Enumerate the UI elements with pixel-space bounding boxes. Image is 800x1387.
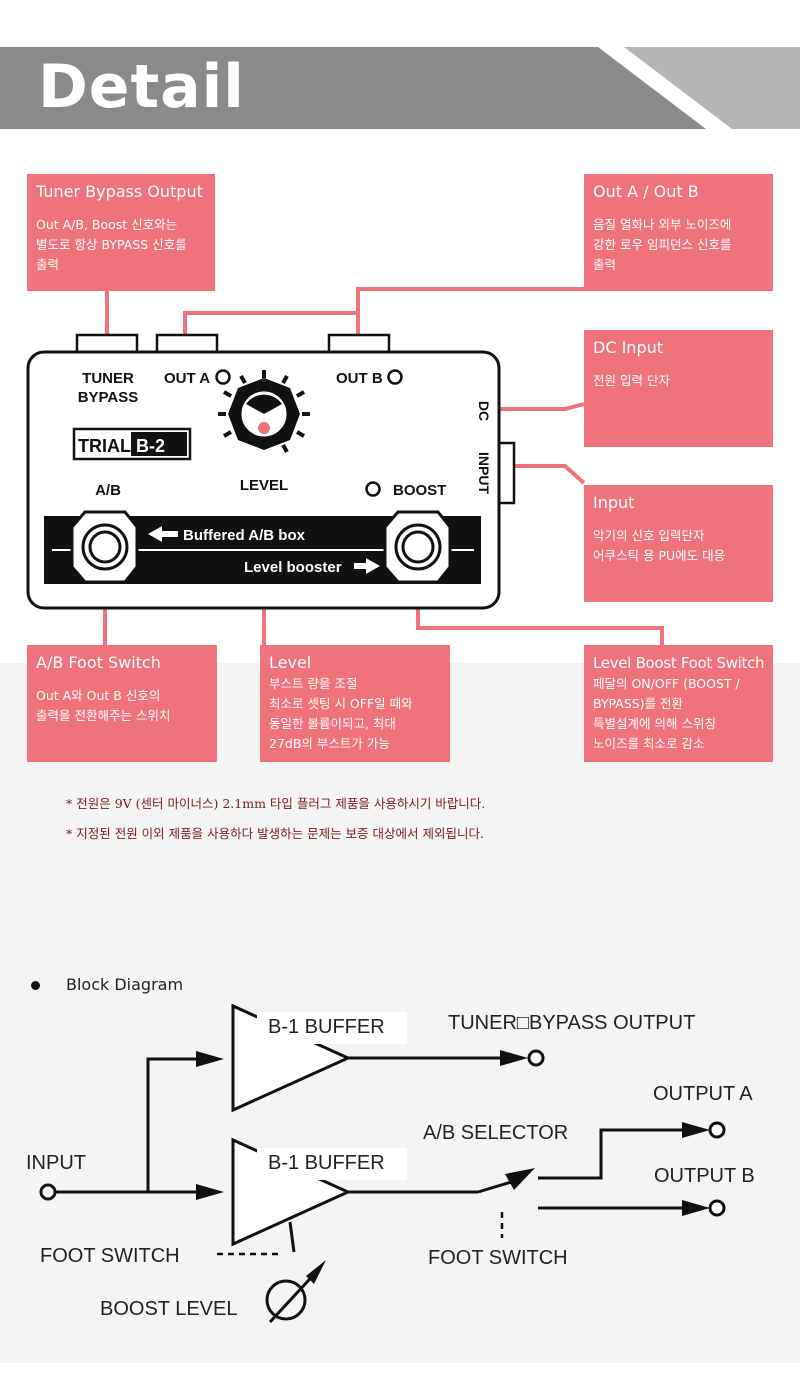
callout-title: Tuner Bypass Output (36, 182, 203, 201)
block-diagram (39, 1003, 726, 1324)
foot-switch-left-label: FOOT SWITCH (40, 1245, 180, 1267)
callout-title: A/B Foot Switch (36, 653, 161, 672)
callout-title: DC Input (593, 338, 664, 357)
callout-line: 최소로 셋팅 시 OFF일 때와 (269, 696, 413, 711)
ab-selector-label: A/B SELECTOR (423, 1122, 569, 1144)
warranty-note: * 지정된 전원 이외 제품을 사용하다 발생하는 문제는 보증 대상에서 제외… (66, 826, 484, 841)
callout-line: 페달의 ON/OFF (BOOST / (593, 676, 740, 691)
buffer2-label: B-1 BUFFER (268, 1152, 385, 1174)
callout-line: 부스트 량을 조절 (269, 676, 358, 691)
out-b-label: OUT B (336, 370, 383, 387)
callout-title: Input (593, 493, 635, 512)
callout-boost-foot-switch: Level Boost Foot Switch 페달의 ON/OFF (BOOS… (584, 645, 773, 762)
bypass-label: BYPASS (78, 389, 139, 406)
callout-line: Out A와 Out B 신호의 (36, 688, 161, 703)
callout-line: BYPASS)를 전환 (593, 696, 684, 711)
input-label: INPUT (476, 452, 492, 494)
header-band: Detail (0, 47, 800, 129)
callout-line: 별도로 항상 BYPASS 신호를 (36, 237, 187, 252)
callout-tuner-bypass: Tuner Bypass Output Out A/B, Boost 신호와는 … (27, 174, 215, 291)
block-diagram-title: Block Diagram (66, 975, 184, 994)
callout-line: 동일한 볼륨이되고, 최대 (269, 716, 396, 731)
callout-title: Out A / Out B (593, 182, 699, 201)
callout-line: 어쿠스틱 용 PU에도 대응 (593, 548, 726, 563)
callout-line: 전원 입력 단자 (593, 373, 670, 388)
callout-title: Level (269, 653, 312, 672)
callout-title: Level Boost Foot Switch (593, 654, 765, 672)
callout-line: 특별설계에 의해 스위칭 (593, 716, 716, 731)
callout-level: Level 부스트 량을 조절 최소로 셋팅 시 OFF일 때와 동일한 볼륨이… (260, 645, 450, 762)
level-label: LEVEL (240, 477, 288, 494)
callout-out-ab: Out A / Out B 음질 열화나 외부 노이즈에 강한 로우 임피던스 … (584, 174, 773, 291)
tuner-label: TUNER (82, 370, 134, 387)
ab-label: A/B (95, 482, 121, 499)
callout-line: 출력 (593, 257, 617, 272)
callout-line: 노이즈를 최소로 감소 (593, 736, 705, 751)
callout-line: 출력을 전환해주는 스위치 (36, 708, 171, 723)
callout-line: 27dB의 부스트가 가능 (269, 736, 390, 751)
callout-line: Out A/B, Boost 신호와는 (36, 217, 178, 232)
foot-switch-right-label: FOOT SWITCH (428, 1247, 568, 1269)
callout-input: Input 악기의 신호 입력단자 어쿠스틱 용 PU에도 대응 (584, 485, 773, 602)
power-note: * 전원은 9V (센터 마이너스) 2.1mm 타입 플러그 제품을 사용하시… (66, 796, 486, 811)
tuner-output-label: TUNER□BYPASS OUTPUT (448, 1012, 696, 1034)
pedal-illustration: TRIAL B-2 TUNER BYPASS OUT A OUT B LEVEL… (26, 333, 516, 610)
callout-dc-input: DC Input 전원 입력 단자 (584, 330, 773, 447)
brand-logo: TRIAL (78, 436, 131, 456)
output-b-label: OUTPUT B (654, 1165, 755, 1187)
callout-line: 악기의 신호 입력단자 (593, 528, 705, 543)
strip-top-label: Buffered A/B box (183, 527, 306, 544)
out-a-label: OUT A (164, 370, 210, 387)
callout-line: 강한 로우 임피던스 신호를 (593, 237, 732, 252)
input-label: INPUT (26, 1152, 86, 1174)
header-stripe (598, 47, 800, 129)
boost-level-label: BOOST LEVEL (100, 1298, 238, 1320)
strip-bottom-label: Level booster (244, 559, 342, 576)
callout-line: 출력 (36, 257, 60, 272)
boost-label: BOOST (393, 482, 446, 499)
bullet-icon (31, 981, 40, 990)
buffer1-label: B-1 BUFFER (268, 1016, 385, 1038)
page-title: Detail (38, 52, 245, 122)
dc-label: DC (476, 401, 492, 421)
callout-line: 음질 열화나 외부 노이즈에 (593, 217, 732, 232)
callout-ab-foot-switch: A/B Foot Switch Out A와 Out B 신호의 출력을 전환해… (27, 645, 217, 762)
model-label: B-2 (136, 436, 165, 456)
output-a-label: OUTPUT A (653, 1083, 753, 1105)
